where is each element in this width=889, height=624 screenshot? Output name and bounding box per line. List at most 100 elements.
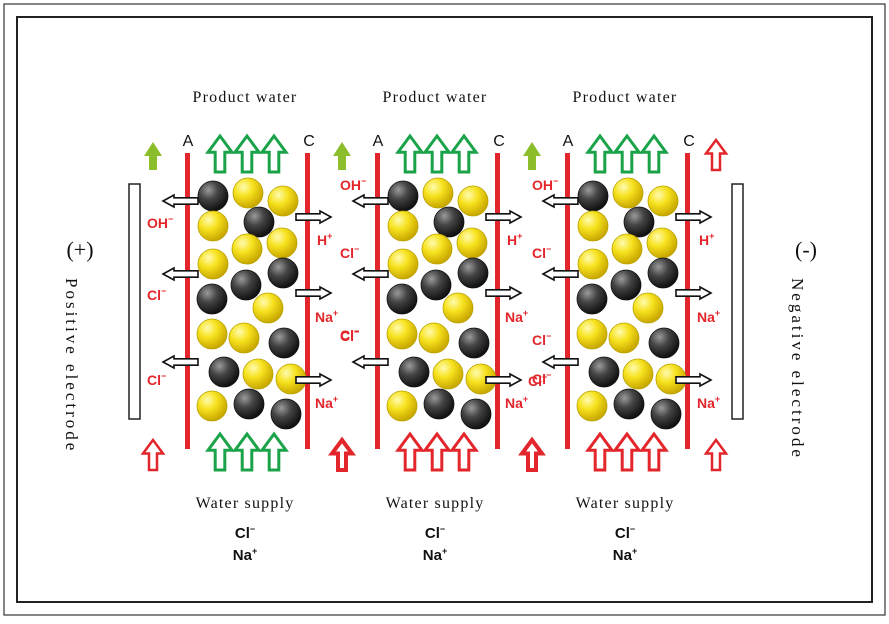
anion-resin-bead <box>242 358 274 390</box>
supply-flow-arrow <box>259 431 289 472</box>
cation-transfer-arrow <box>295 209 333 225</box>
anion-resin-bead <box>387 248 419 280</box>
anion-resin-bead <box>422 177 454 209</box>
cation-membrane <box>495 153 500 449</box>
anion-resin-bead <box>576 390 608 422</box>
cation-resin-bead <box>398 356 430 388</box>
cation-resin-bead <box>647 257 679 289</box>
anion-transfer-arrow <box>351 193 389 209</box>
cathode-label: C <box>493 133 505 150</box>
cation-resin-bead <box>270 398 302 430</box>
cation-resin-bead <box>433 206 465 238</box>
ion-label-cl: Cl− <box>147 286 166 303</box>
negative-sign: (-) <box>795 237 817 262</box>
product-flow-arrow <box>585 133 615 174</box>
concentrate-in-arrow <box>140 437 166 472</box>
positive-sign: (+) <box>66 237 93 262</box>
ion-label-na: Na+ <box>315 308 338 325</box>
anion-resin-bead <box>228 322 260 354</box>
cation-transfer-arrow <box>485 285 523 301</box>
anion-resin-bead <box>442 292 474 324</box>
product-flow-arrow <box>232 133 262 174</box>
product-flow-arrow <box>639 133 669 174</box>
cation-transfer-arrow <box>675 285 713 301</box>
product-flow-arrow <box>395 133 425 174</box>
anion-resin-bead <box>456 227 488 259</box>
supply-flow-arrow <box>232 431 262 472</box>
outer-frame <box>3 3 886 616</box>
anion-resin-bead <box>611 233 643 265</box>
feed-ion-na: Na+ <box>613 546 637 564</box>
ion-label-na: Na+ <box>505 308 528 325</box>
cation-resin-bead <box>610 269 642 301</box>
supply-flow-arrow <box>422 431 452 472</box>
anion-resin-bead <box>232 177 264 209</box>
anion-resin-bead <box>196 390 228 422</box>
anion-transfer-arrow <box>161 354 199 370</box>
positive-electrode-label: Positive electrode <box>62 278 81 453</box>
water-supply-label: Water supply <box>386 495 485 512</box>
anion-membrane <box>375 153 380 449</box>
anion-membrane <box>565 153 570 449</box>
water-supply-label: Water supply <box>576 495 675 512</box>
ion-label-na: Na+ <box>697 394 720 411</box>
cation-resin-bead <box>196 283 228 315</box>
anion-resin-bead <box>387 210 419 242</box>
cation-resin-bead <box>613 388 645 420</box>
supply-flow-arrow <box>449 431 479 472</box>
ion-label-na: Na+ <box>315 394 338 411</box>
supply-flow-arrow <box>205 431 235 472</box>
anion-membrane <box>185 153 190 449</box>
anion-transfer-arrow <box>541 193 579 209</box>
anion-resin-bead <box>267 185 299 217</box>
anion-transfer-arrow <box>351 266 389 282</box>
anion-resin-bead <box>231 233 263 265</box>
cation-transfer-arrow <box>675 372 713 388</box>
anion-resin-bead <box>612 177 644 209</box>
anion-resin-bead <box>418 322 450 354</box>
negative-electrode-plate <box>731 183 744 420</box>
cation-resin-bead <box>460 398 492 430</box>
anion-resin-bead <box>457 185 489 217</box>
supply-flow-arrow <box>395 431 425 472</box>
concentrate-out-arrow <box>144 142 162 170</box>
supply-flow-arrow <box>585 431 615 472</box>
ion-label-h: H+ <box>317 231 332 248</box>
concentrate-out-arrow-red <box>703 137 729 172</box>
concentrate-in-arrow <box>328 436 356 472</box>
ion-label-cl: Cl− <box>532 331 551 348</box>
ion-label-cl: Cl− <box>147 371 166 388</box>
ion-label-oh: OH− <box>147 214 173 231</box>
anion-resin-bead <box>197 248 229 280</box>
cation-membrane <box>685 153 690 449</box>
cation-resin-bead <box>230 269 262 301</box>
cation-resin-bead <box>650 398 682 430</box>
cation-transfer-arrow <box>485 372 523 388</box>
anion-transfer-arrow <box>161 266 199 282</box>
anion-resin-bead <box>577 210 609 242</box>
feed-ion-cl: Cl− <box>615 524 635 542</box>
feed-ion-cl: Cl− <box>425 524 445 542</box>
cation-resin-bead <box>623 206 655 238</box>
anode-label: A <box>373 133 384 150</box>
cation-transfer-arrow <box>295 372 333 388</box>
product-flow-arrow <box>205 133 235 174</box>
product-flow-arrow <box>422 133 452 174</box>
ion-label-oh: OH− <box>532 176 558 193</box>
cation-resin-bead <box>576 283 608 315</box>
ion-label-cl: Cl− <box>340 244 359 261</box>
anion-resin-bead <box>646 227 678 259</box>
anion-transfer-arrow <box>161 193 199 209</box>
anion-resin-bead <box>608 322 640 354</box>
cation-resin-bead <box>197 180 229 212</box>
cation-resin-bead <box>387 180 419 212</box>
anion-resin-bead <box>576 318 608 350</box>
supply-flow-arrow <box>612 431 642 472</box>
anion-resin-bead <box>632 292 664 324</box>
anion-resin-bead <box>577 248 609 280</box>
anion-resin-bead <box>196 318 228 350</box>
